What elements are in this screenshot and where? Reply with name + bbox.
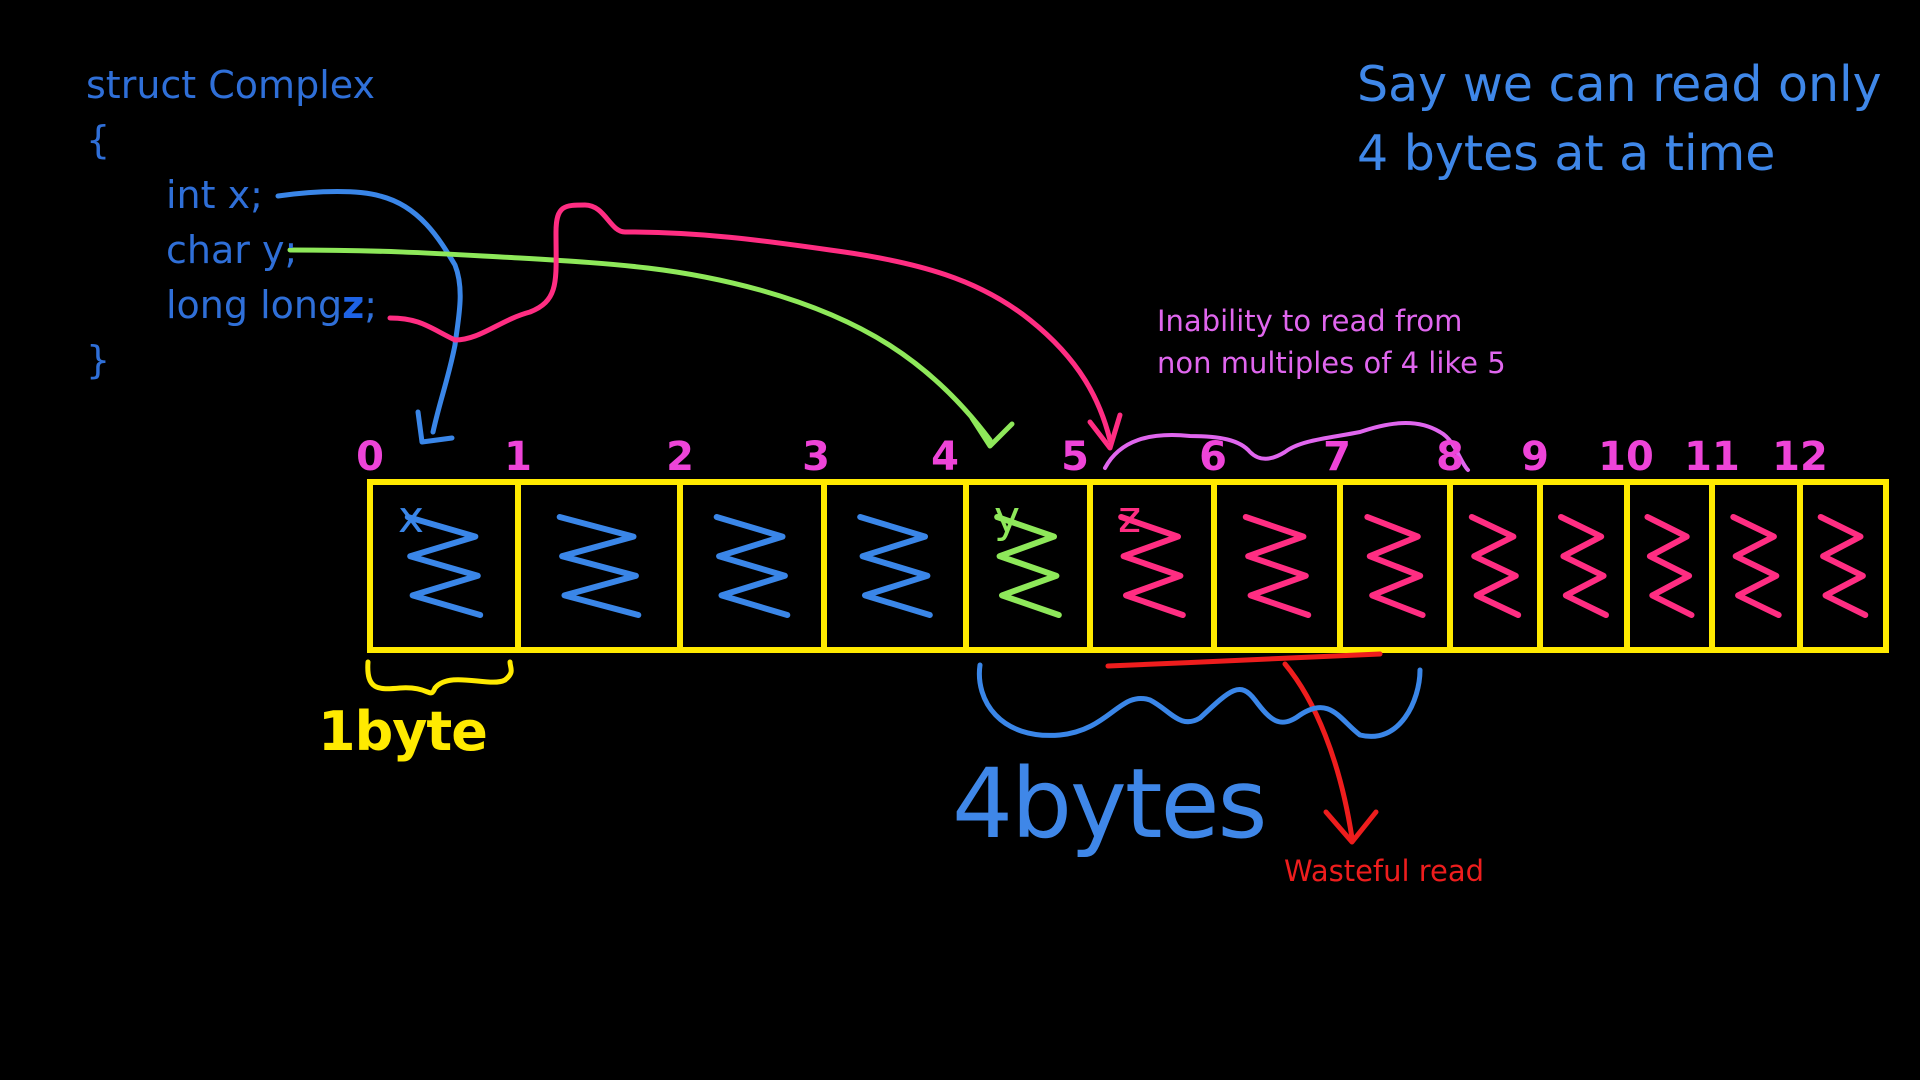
byte-index-3: 3	[802, 434, 830, 480]
arrow-y-head	[969, 415, 1015, 449]
wasteful-read-label: Wasteful read	[1284, 854, 1485, 888]
cell-scribble-z	[1644, 514, 1695, 618]
memory-strip-outline	[367, 479, 1889, 653]
byte-index-0: 0	[356, 434, 384, 480]
cell-scribble-z	[1118, 514, 1186, 618]
code-line-semicolon: ;	[364, 283, 378, 327]
byte-index-10: 10	[1598, 434, 1654, 480]
one-byte-label: 1byte	[318, 700, 488, 763]
byte-index-8: 8	[1436, 434, 1464, 480]
memory-cells: x y z	[398, 482, 1869, 650]
cell-letter-y: y	[994, 492, 1020, 543]
code-line-close-brace: }	[86, 338, 111, 382]
byte-index-4: 4	[931, 434, 959, 480]
code-line-char-y: char y;	[166, 228, 298, 272]
cell-scribble-z	[1817, 514, 1869, 618]
byte-index-9: 9	[1521, 434, 1549, 480]
code-line-long-long-prefix: long long	[166, 283, 343, 327]
code-line-open-brace: {	[86, 118, 111, 162]
cell-scribble-z	[1468, 514, 1522, 618]
byte-index-2: 2	[666, 434, 694, 480]
one-byte-brace	[365, 659, 514, 696]
byte-index-12: 12	[1772, 434, 1828, 480]
byte-index-5: 5	[1061, 434, 1089, 480]
byte-index-7: 7	[1323, 434, 1351, 480]
arrow-x-head	[415, 409, 455, 445]
cell-scribble-z	[1558, 514, 1609, 618]
cell-scribble-z	[1242, 514, 1312, 618]
read-limit-line1: Say we can read only	[1357, 56, 1882, 113]
byte-index-6: 6	[1199, 434, 1227, 480]
wasteful-read-arrowhead	[1323, 809, 1379, 845]
cell-scribble-x	[857, 514, 933, 618]
four-bytes-label: 4bytes	[952, 748, 1268, 860]
cell-letter-x: x	[398, 492, 424, 543]
cell-letter-z: z	[1118, 492, 1141, 543]
inability-note: Inability to read from non multiples of …	[1157, 304, 1506, 380]
wasteful-read-line	[1105, 651, 1383, 669]
read-limit-note: Say we can read only 4 bytes at a time	[1357, 50, 1882, 188]
cell-scribble-z	[1730, 514, 1782, 618]
cell-scribble-x	[404, 514, 484, 618]
byte-index-11: 11	[1684, 434, 1740, 480]
inability-brace	[1103, 421, 1470, 472]
four-bytes-brace	[976, 662, 1423, 739]
arrow-x	[275, 189, 463, 435]
cell-scribble-y	[994, 514, 1062, 618]
cell-scribble-x	[556, 514, 642, 618]
wasteful-read-arrow	[1282, 661, 1355, 841]
arrow-y	[287, 247, 993, 443]
cell-scribble-z	[1364, 514, 1426, 618]
byte-index-1: 1	[504, 434, 532, 480]
cell-scribble-x	[713, 514, 791, 618]
code-line-struct: struct Complex	[86, 63, 375, 107]
code-line-long-long-z: long longz;	[86, 278, 377, 333]
arrow-z-head	[1087, 412, 1123, 451]
read-limit-line2: 4 bytes at a time	[1357, 125, 1776, 182]
struct-definition: struct Complex { int x; char y; long lon…	[86, 58, 377, 388]
arrow-z	[387, 202, 1113, 443]
code-line-int-x: int x;	[166, 173, 263, 217]
code-line-z-var: z	[342, 283, 365, 327]
